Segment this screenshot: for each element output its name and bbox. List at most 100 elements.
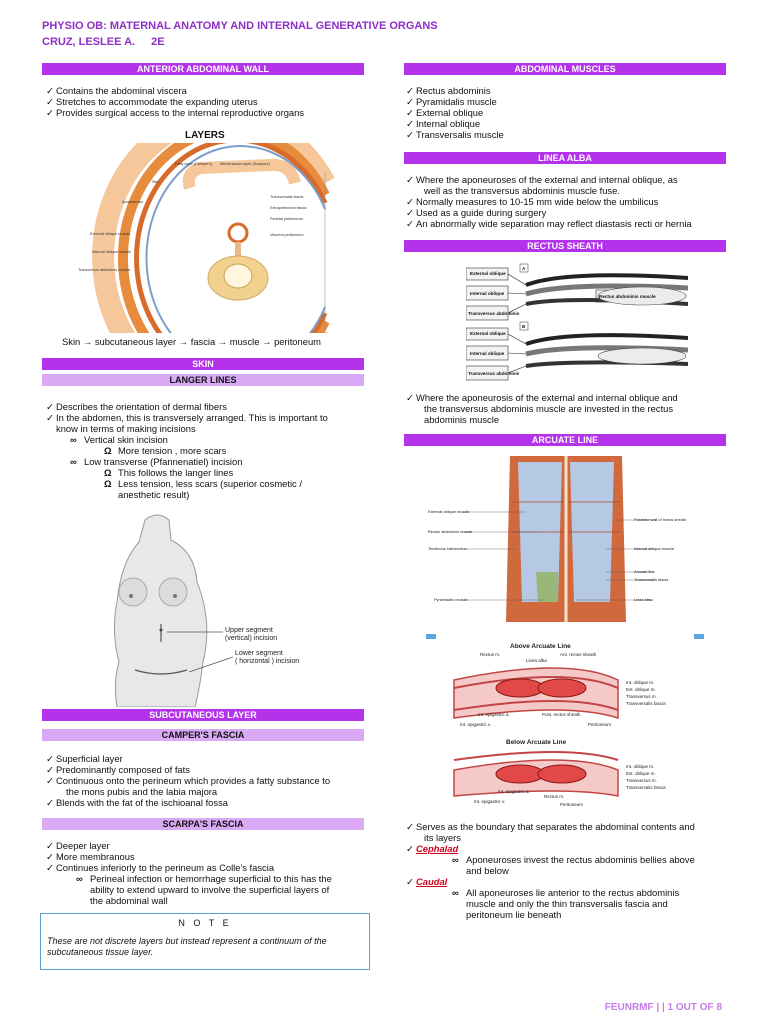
fig-label: Transversus abdominis (468, 311, 520, 316)
fig-label: Tendinous intersection (428, 546, 467, 551)
list-item: ✓Blends with the fat of the ischioanal f… (46, 797, 228, 808)
abdominal-layers-figure: Skin Aponeurosis External oblique muscle… (78, 143, 335, 333)
fig-label: Rectus abdominis muscle (599, 294, 656, 299)
list-item: ✓Used as a guide during surgery (406, 207, 547, 218)
fig-label: Peritoneum (588, 722, 611, 727)
cephalad-term: Cephalad (416, 843, 459, 854)
list-item: ✓In the abdomen, this is transversely ar… (46, 412, 328, 423)
list-item: ✓Caudal (406, 876, 448, 887)
rectus-sheath-text: ✓Where the aponeurosis of the external a… (406, 392, 726, 425)
campers-list: ✓Superficial layer ✓Predominantly compos… (46, 753, 364, 808)
fig-label: Pyramidalis muscle (434, 597, 468, 602)
list-item: ✓Serves as the boundary that separates t… (406, 821, 695, 832)
list-item: ∞Vertical skin incision (70, 434, 168, 445)
author: CRUZ, LESLEE A. (42, 36, 136, 48)
fig-label: Int. epigastric v. (474, 799, 505, 804)
scarpas-list: ✓Deeper layer ✓More membranous ✓Continue… (46, 840, 364, 906)
fig-label: Transversalis fascia (270, 195, 304, 199)
list-item: ✓Transversalis muscle (406, 129, 504, 140)
arcuate-text: ✓Serves as the boundary that separates t… (406, 821, 726, 920)
incision-figure: Upper segment (vertical) incision Lower … (113, 514, 299, 707)
langer-lines-bar: LANGER LINES (42, 374, 364, 386)
caudal-term: Caudal (416, 876, 448, 887)
list-item: ✓Normally measures to 10-15 mm wide belo… (406, 196, 659, 207)
fig-label: Int. oblique m. (626, 764, 654, 769)
fig-label: Skin (152, 180, 159, 184)
fig-label: Linea alba (634, 597, 653, 602)
fig-label: Linea alba (526, 658, 547, 663)
fig-label: Internal oblique muscle (634, 546, 674, 551)
linea-alba-bar: LINEA ALBA (404, 152, 726, 164)
list-item: ∞Low transverse (Pfannenatiel) incision (70, 456, 243, 467)
list-item: the mons pubis and the labia majora (66, 786, 218, 797)
fig-label: Transversus m. (626, 694, 657, 699)
below-arcuate-title: Below Arcuate Line (506, 739, 566, 746)
list-item: ✓More membranous (46, 851, 135, 862)
list-item: ✓Provides surgical access to the interna… (46, 107, 305, 118)
document-title: PHYSIO OB: MATERNAL ANATOMY AND INTERNAL… (42, 20, 438, 32)
fig-label: Ext. oblique m. (626, 687, 656, 692)
fig-label: A (522, 266, 526, 271)
above-below-arcuate-figure: Above Arcuate Line Rectus m. Linea alba … (448, 640, 698, 810)
list-item: anesthetic result) (118, 489, 190, 500)
fig-label: Extraperitoneal fascia (270, 206, 307, 210)
rectus-sheath-figure: External oblique Internal oblique Transv… (466, 260, 688, 384)
subcutaneous-bar: SUBCUTANEOUS LAYER (42, 709, 364, 721)
fig-label: Internal oblique muscle (92, 250, 131, 254)
list-item: the abdominal wall (90, 895, 168, 906)
linea-alba-list: ✓Where the aponeuroses of the external a… (406, 174, 726, 229)
list-item: ✓Pyramidalis muscle (406, 96, 497, 107)
fig-label: External oblique (470, 331, 506, 336)
fig-label: Rectus abdominis muscle (428, 529, 472, 534)
section: 2E (151, 36, 165, 48)
fig-label: Transversalis fascia (626, 701, 666, 706)
note-title: N O T E (178, 918, 232, 928)
fig-label: Transversalis fascia (626, 785, 666, 790)
fig-label: Aponeurosis (122, 200, 143, 204)
list-item: ✓Continues inferiorly to the perineum as… (46, 862, 275, 873)
list-item: ∞All aponeuroses lie anterior to the rec… (452, 887, 680, 898)
scarpas-bar: SCARPA'S FASCIA (42, 818, 364, 830)
list-item: ✓Rectus abdominis (406, 85, 491, 96)
fig-label: Internal oblique (470, 291, 505, 296)
fig-label: (vertical) incision (225, 635, 277, 642)
abdominal-muscles-bar: ABDOMINAL MUSCLES (404, 63, 726, 75)
list-item: ✓Where the aponeurosis of the external a… (406, 392, 678, 403)
list-item: ✓Contains the abdominal viscera (46, 85, 187, 96)
list-item: ✓Cephalad (406, 843, 459, 854)
fig-label: External oblique muscle (428, 509, 469, 514)
list-item: its layers (424, 832, 461, 843)
document-header: PHYSIO OB: MATERNAL ANATOMY AND INTERNAL… (42, 18, 438, 50)
fig-label: Arcuate line (634, 569, 655, 574)
list-item: ✓Predominantly composed of fats (46, 764, 190, 775)
skin-bar: SKIN (42, 358, 364, 370)
fig-label: Visceral peritoneum (270, 233, 304, 237)
fig-label: Transversalis fascia (634, 577, 669, 582)
anterior-wall-list: ✓Contains the abdominal viscera ✓Stretch… (46, 85, 304, 118)
layers-heading: LAYERS (185, 130, 225, 141)
fig-label: Fatty layer (Camper's) (175, 162, 213, 166)
fig-label: Int. epigastric a. (478, 712, 510, 717)
fig-label: Upper segment (225, 627, 273, 634)
list-item: know in terms of making incisions (56, 423, 196, 434)
anterior-wall-bar: ANTERIOR ABDOMINAL WALL (42, 63, 364, 75)
list-item: the transversus abdominis muscle are inv… (424, 403, 674, 414)
fig-label: Rectus m. (544, 794, 564, 799)
fig-label: B (522, 324, 526, 329)
fig-label: Ext. oblique m. (626, 771, 656, 776)
fig-label: Rectus m. (480, 652, 500, 657)
fig-label: External oblique muscle (90, 232, 130, 236)
list-item: well as the transversus abdominis muscle… (424, 185, 620, 196)
fig-label: Int. oblique m. (626, 680, 654, 685)
list-item: ✓External oblique (406, 107, 484, 118)
list-item: ✓Deeper layer (46, 840, 110, 851)
fig-label: Int. epigastric a. (498, 789, 530, 794)
list-item: ✓Where the aponeuroses of the external a… (406, 174, 678, 185)
muscles-list: ✓Rectus abdominis ✓Pyramidalis muscle ✓E… (406, 85, 504, 140)
list-item: ✓Continuous onto the perineum which prov… (46, 775, 331, 786)
fig-label: Posterior wall of rectus sheath (634, 517, 686, 522)
above-arcuate-title: Above Arcuate Line (510, 643, 571, 650)
note-box: N O T E These are not discrete layers bu… (40, 913, 370, 970)
